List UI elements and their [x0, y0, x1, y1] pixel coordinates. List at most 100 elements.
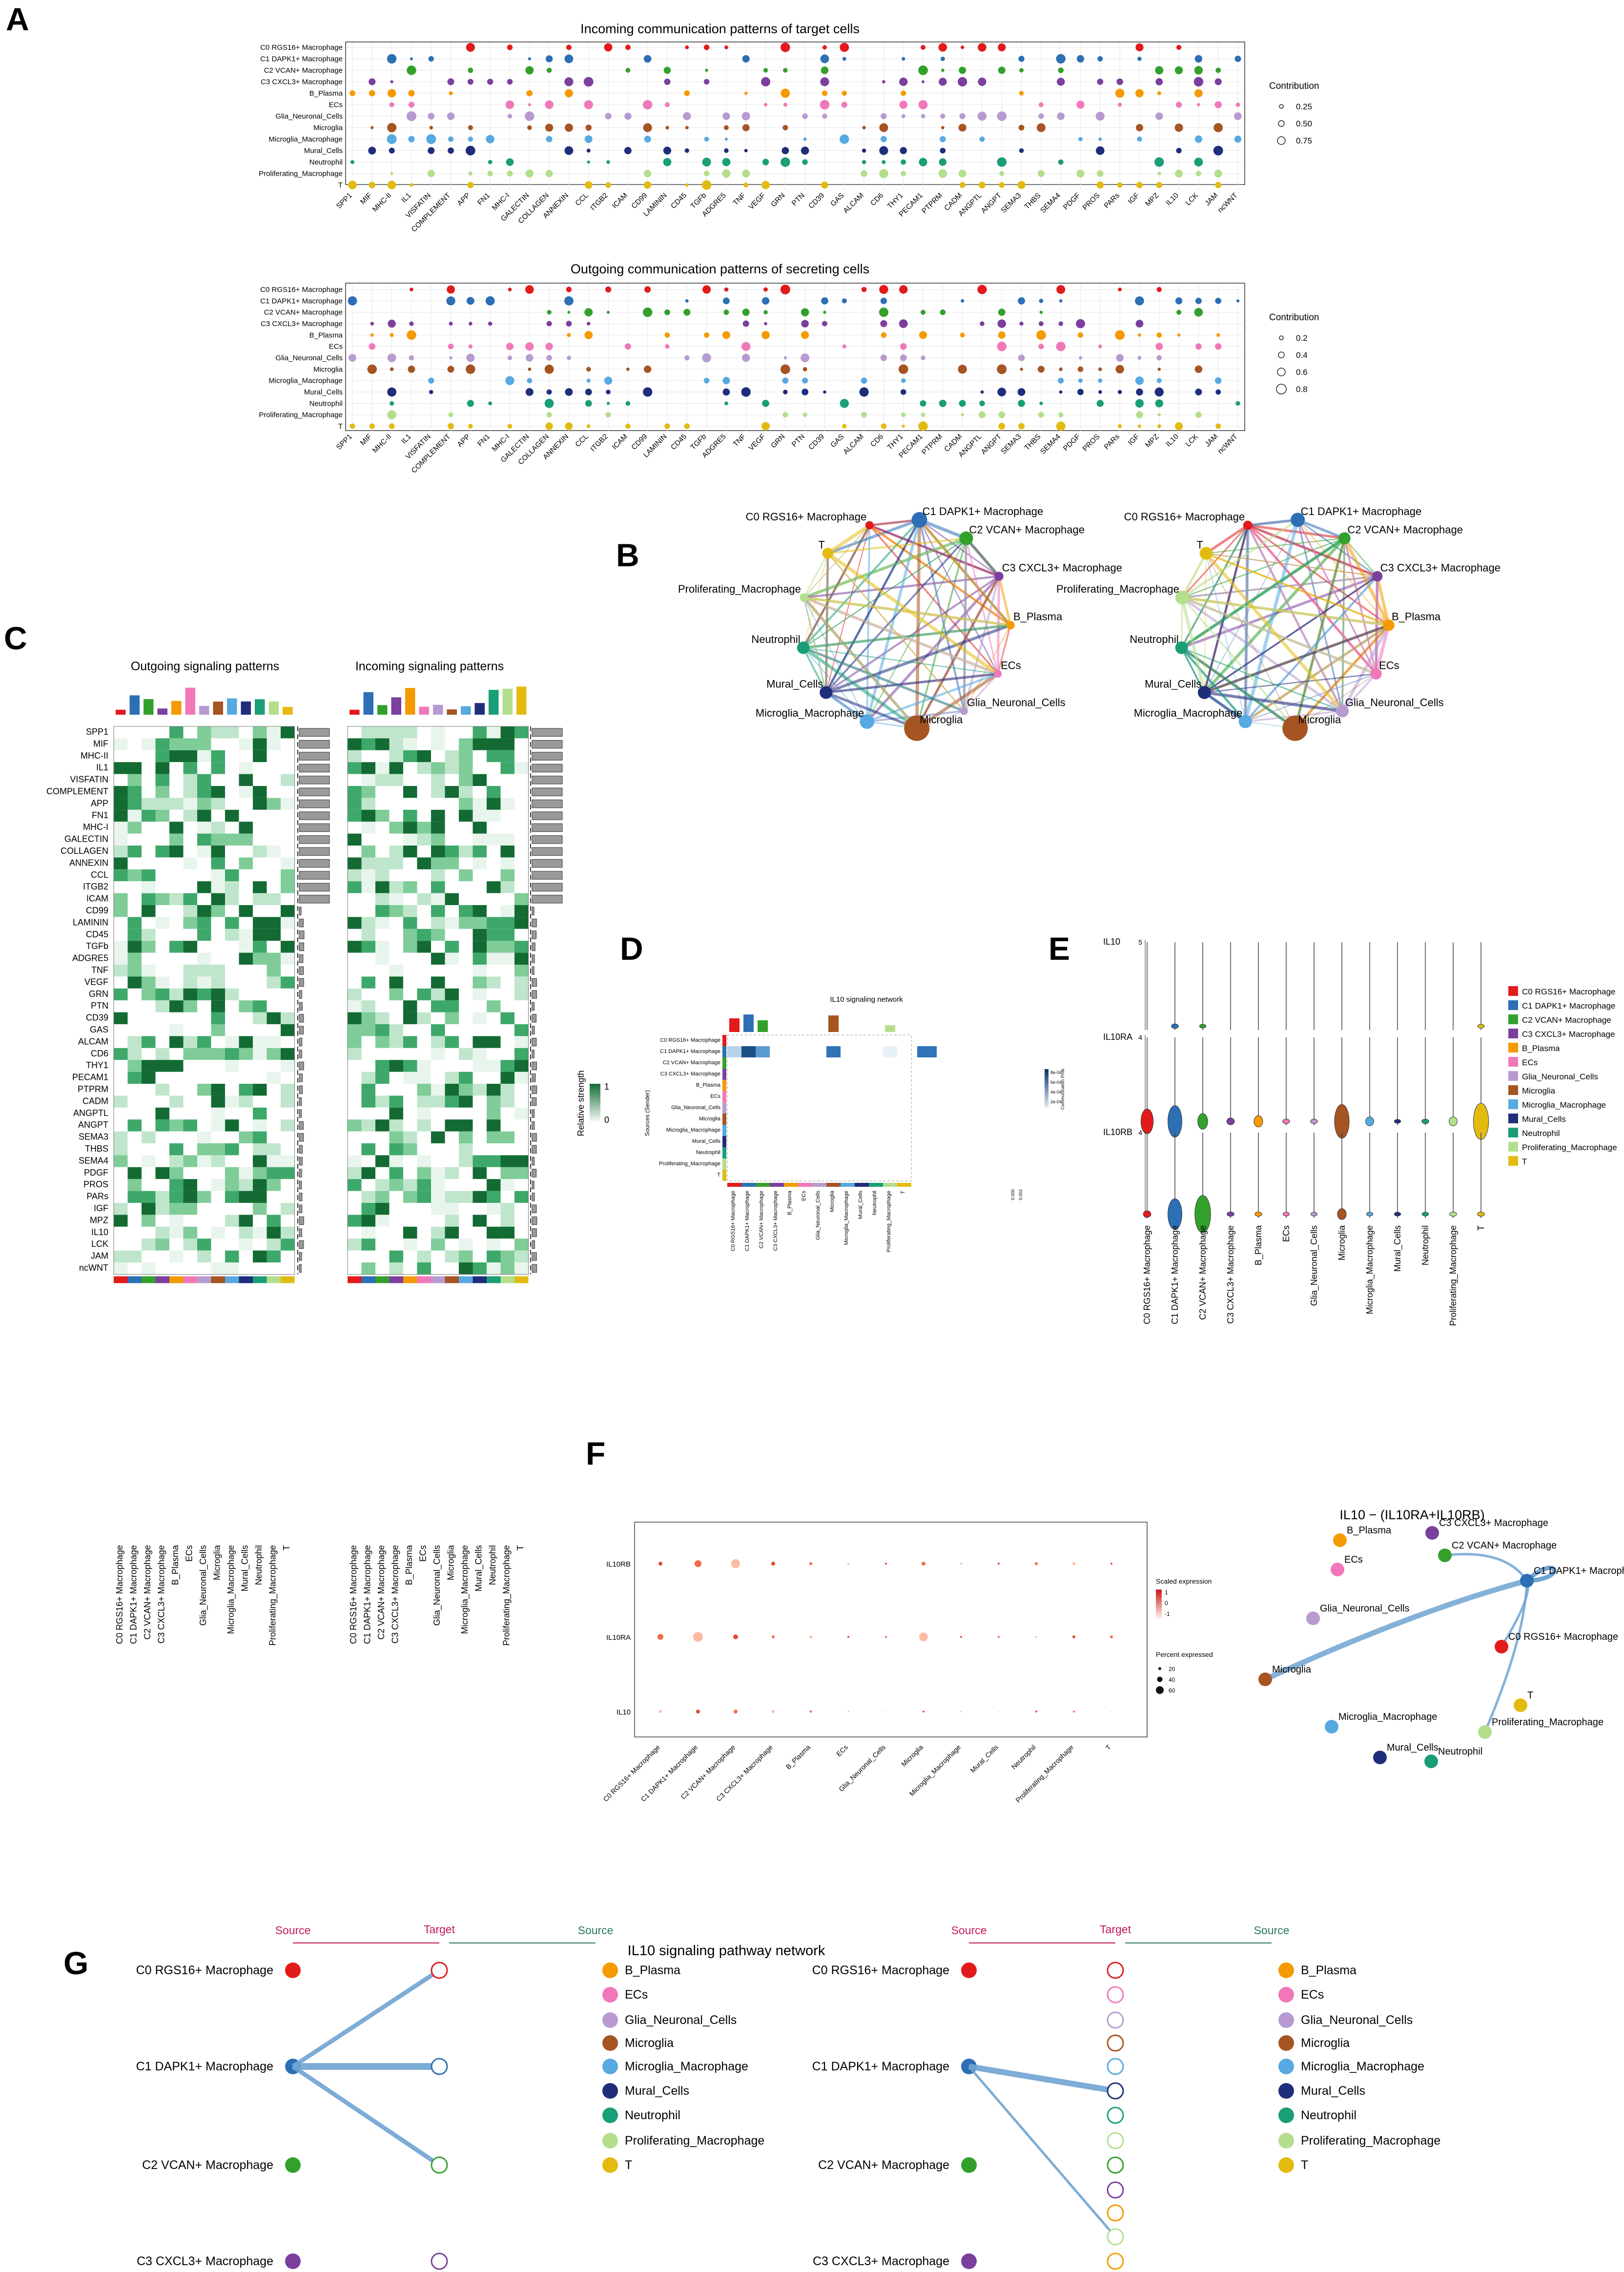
contribution-dot [546, 136, 553, 143]
node-label: C1 DAPK1+ Macrophage [1301, 505, 1422, 517]
heatmap-cell [225, 1095, 239, 1108]
heatmap-cell [281, 1203, 295, 1215]
heatmap-cell [253, 1262, 267, 1275]
contribution-dot [998, 43, 1006, 52]
heatmap-cell [445, 750, 459, 763]
contribution-dot [781, 157, 790, 167]
expression-dot [1072, 1562, 1075, 1565]
heatmap-cell [169, 1143, 184, 1156]
top-bar [516, 686, 527, 715]
col-label: SEMA4 [1039, 191, 1062, 215]
column-color-bar [267, 1276, 281, 1283]
heatmap-cell [375, 774, 390, 786]
heatmap-cell [114, 941, 128, 953]
panel-c-outgoing-heatmap [113, 726, 295, 1283]
row-color-bar [722, 1147, 726, 1158]
interaction-edge [1181, 537, 1345, 649]
heatmap-cell [514, 869, 529, 882]
heatmap-cell [225, 1250, 239, 1262]
heatmap-cell [403, 1167, 417, 1179]
side-bar [532, 1252, 537, 1261]
legend-label: C2 VCAN+ Macrophage [1522, 1015, 1611, 1025]
heatmap-cell [169, 929, 184, 941]
contribution-dot [545, 422, 553, 430]
heatmap-cell [500, 893, 514, 905]
contribution-dot [410, 183, 413, 187]
interaction-edge [915, 576, 1000, 729]
heatmap-cell [514, 1060, 529, 1072]
heatmap-cell [487, 965, 501, 977]
contribution-dot [900, 389, 906, 395]
heatmap-cell [431, 762, 445, 774]
contribution-dot [722, 112, 730, 120]
contribution-dot [722, 377, 730, 385]
contribution-dot [842, 424, 847, 429]
contribution-dot [665, 125, 669, 130]
column-color-bar [183, 1276, 197, 1283]
cell-node [1306, 1611, 1320, 1625]
heatmap-cell [253, 988, 267, 1001]
contribution-dot [997, 319, 1006, 328]
heatmap-cell [169, 1191, 184, 1203]
heatmap-cell [375, 1226, 390, 1239]
source-node-label: T [1301, 2158, 1308, 2172]
contribution-dot [469, 322, 473, 326]
heatmap-frame [727, 1034, 912, 1181]
node-label: C0 RGS16+ Macrophage [1508, 1632, 1618, 1642]
contribution-dot [744, 149, 748, 152]
contribution-dot [741, 112, 750, 121]
contribution-dot [606, 402, 610, 405]
contribution-dot [941, 126, 945, 129]
side-bar [299, 1097, 302, 1106]
heatmap-cell [253, 1250, 267, 1262]
contribution-dot [1235, 103, 1240, 107]
contribution-dot [782, 125, 788, 130]
node-label: Microglia [1272, 1664, 1312, 1675]
source-label: Source [275, 1924, 311, 1937]
contribution-dot [1036, 123, 1046, 132]
legend-tick: 6e-04 [1050, 1080, 1062, 1085]
top-bar [363, 692, 373, 715]
heatmap-cell [459, 952, 473, 965]
heatmap-cell [459, 929, 473, 941]
heatmap-cell [155, 1072, 169, 1084]
heatmap-cell [375, 965, 390, 977]
target-node [431, 1962, 448, 1979]
heatmap-cell [211, 786, 225, 798]
contribution-dot [939, 399, 946, 407]
expression-dot [809, 1562, 812, 1565]
heatmap-cell [431, 905, 445, 917]
panel-letter-c: C [4, 620, 27, 656]
top-bar [433, 704, 443, 715]
col-label: PTPRM [920, 433, 944, 456]
heatmap-cell [183, 1191, 197, 1203]
heatmap-cell [267, 881, 281, 893]
node-label: Proliferating_Macrophage [1056, 583, 1179, 595]
heatmap-cell [431, 1024, 445, 1036]
heatmap-cell [281, 1107, 295, 1120]
heatmap-cell [267, 1179, 281, 1191]
top-bar [489, 690, 499, 715]
heatmap-cell [169, 786, 184, 798]
heatmap-cell [253, 1226, 267, 1239]
contribution-dot [507, 170, 513, 177]
pathway-label: APP [91, 798, 108, 808]
interaction-edge [826, 552, 999, 676]
heatmap-cell [155, 857, 169, 869]
heatmap-cell [473, 762, 487, 774]
heatmap-cell [431, 786, 445, 798]
panel-letter-e: E [1048, 930, 1070, 967]
heatmap-cell [487, 1095, 501, 1108]
heatmap-cell [375, 1191, 390, 1203]
source-node-label: C3 CXCL3+ Macrophage [137, 2254, 273, 2268]
heatmap-cell [403, 1107, 417, 1120]
contribution-dot [918, 65, 928, 75]
heatmap-cell [183, 1155, 197, 1167]
heatmap-cell [348, 846, 362, 858]
heatmap-cell [487, 917, 501, 929]
col-label: Proliferating_Macrophage [1448, 1225, 1459, 1326]
panel-a-incoming-plot [345, 41, 1245, 185]
row-label: Proliferating_Macrophage [259, 411, 343, 419]
heatmap-cell [445, 1000, 459, 1012]
